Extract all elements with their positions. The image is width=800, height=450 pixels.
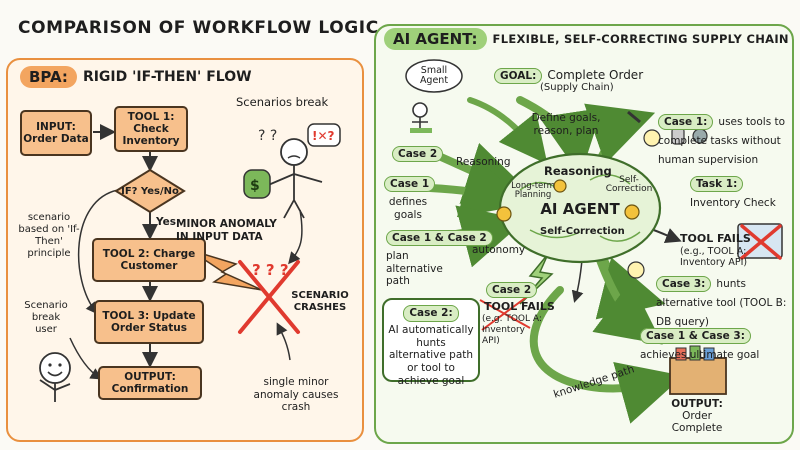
goal-sub: (Supply Chain)	[540, 82, 614, 93]
arrow-figure-crash	[288, 209, 303, 265]
bpa-crashes-label: SCENARIO CRASHES	[291, 290, 349, 313]
output-label: OUTPUT: Order Complete	[662, 398, 732, 434]
arrow-small-agent	[467, 97, 548, 165]
arrow-case1-brain	[426, 155, 528, 218]
wrench-icon	[627, 110, 641, 124]
mid-fails-x	[479, 295, 531, 331]
case1-right-block: Case 1: uses tools to complete tasks wit…	[658, 110, 788, 167]
output-box-icon	[669, 357, 727, 395]
case1-right-tag: Case 1:	[658, 114, 714, 130]
goal-block: GOAL: Complete Order	[494, 64, 644, 84]
bpa-output-box: OUTPUT: Confirmation	[98, 366, 202, 400]
bpa-tool1-box: TOOL 1: Check Inventory	[114, 106, 188, 152]
lightbulb-case3-icon	[627, 261, 645, 279]
agent-badge: AI AGENT:	[384, 28, 487, 50]
svg-text:!✕?: !✕?	[312, 129, 335, 143]
crash-x-icon	[238, 260, 300, 334]
bpa-input-box: INPUT: Order Data	[20, 110, 92, 156]
plan-alt-label: plan alternative path	[386, 250, 443, 288]
bpa-heading: RIGID 'IF-THEN' FLOW	[82, 69, 252, 85]
case3-block: Case 3: hunts alternative tool (TOOL B: …	[656, 272, 790, 329]
case2-box: Case 2: AI automatically hunts alternati…	[382, 298, 480, 387]
reasoning-left-label: Reasoning	[456, 156, 511, 168]
task1-block: Task 1: Inventory Check	[690, 172, 788, 210]
gear-icon	[496, 206, 512, 222]
svg-text:? ?: ? ?	[258, 128, 277, 144]
case13-block: Case 1 & Case 3: achieves ultimate goal	[640, 324, 790, 362]
autonomy-label: autonomy	[472, 244, 526, 256]
green-lightning-icon	[519, 253, 554, 305]
tool-fails-label: TOOL FAILS	[680, 232, 751, 245]
case13-tag: Case 1 & Case 3:	[640, 328, 751, 344]
brain-selfcorr-top: Self-Correction	[605, 175, 653, 195]
output-tag: OUTPUT:	[671, 398, 723, 410]
bpa-tool2-box: TOOL 2: Charge Customer	[92, 238, 206, 282]
bpa-single-anomaly: single minor anomaly causes crash	[253, 376, 339, 414]
task1-text: Inventory Check	[690, 197, 776, 209]
page-title: COMPARISON OF WORKFLOW LOGIC	[18, 18, 379, 38]
lightbulb-icon	[643, 129, 661, 147]
case2-mid-tag: Case 2	[486, 282, 538, 298]
bpa-header: BPA: RIGID 'IF-THEN' FLOW	[20, 66, 252, 88]
goal-tag: GOAL:	[494, 68, 543, 84]
agent-header: AI AGENT: FLEXIBLE, SELF-CORRECTING SUPP…	[384, 28, 789, 50]
case2-top-tag: Case 2	[392, 146, 444, 162]
svg-text:? ? ?: ? ? ?	[252, 261, 289, 279]
case2-box-tag: Case 2:	[403, 305, 459, 323]
define-goals-label: Define goals, reason, plan	[531, 112, 601, 137]
case3-text: hunts alternative tool (TOOL B: DB query…	[656, 278, 787, 328]
case13-text: achieves ultimate goal	[640, 349, 760, 361]
bpa-tool3-box: TOOL 3: Update Order Status	[94, 300, 204, 344]
agent-heading: FLEXIBLE, SELF-CORRECTING SUPPLY CHAIN	[492, 32, 789, 46]
bpa-minor-anomaly: MINOR ANOMALY IN INPUT DATA	[176, 218, 277, 243]
bpa-if-label: IF? Yes/No	[121, 185, 179, 197]
mid-fails-sub: (e.g. TOOL A: Inventory API)	[482, 314, 542, 346]
case2-box-text: AI automatically hunts alternative path …	[388, 324, 474, 387]
confused-figure-icon: ? ? !✕? $	[236, 112, 346, 226]
case3-tag: Case 3:	[656, 276, 712, 292]
bpa-yes-label: Yes	[156, 216, 177, 228]
goal-text: Complete Order	[547, 68, 644, 82]
case1-right-text: uses tools to complete tasks without hum…	[658, 116, 786, 166]
arrow-loop-left	[77, 189, 119, 315]
task1-tag: Task 1:	[690, 176, 744, 192]
gear-icon-right	[624, 204, 640, 220]
output-text: Order Complete	[671, 410, 723, 435]
arrow-break-user	[69, 337, 103, 380]
gear-icon-small	[553, 179, 567, 193]
bpa-scenarios-break: Scenarios break	[236, 95, 329, 109]
brain-reasoning: Reasoning	[544, 164, 612, 178]
small-agent-label: Small Agent	[419, 65, 449, 87]
arrow-single-crash	[276, 322, 291, 361]
bpa-break-user-note: Scenario break user	[24, 300, 68, 335]
tool-fails-sub: (e.g., TOOL A: Inventory API)	[680, 246, 748, 269]
arrow-knowledge-path	[529, 286, 684, 424]
case1-left-tag: Case 1	[384, 176, 436, 192]
mid-fails-label: TOOL FAILS	[484, 300, 555, 313]
brain-title: AI AGENT	[540, 200, 620, 218]
bpa-if-diamond: IF? Yes/No	[114, 168, 186, 214]
bpa-badge: BPA:	[20, 66, 77, 88]
arrow-brain-knowledge	[571, 259, 584, 303]
small-agent-icon	[404, 58, 464, 138]
defines-goals-label: defines goals	[388, 196, 428, 221]
svg-text:$: $	[250, 178, 260, 194]
red-x-icon	[740, 224, 782, 260]
case12-tag: Case 1 & Case 2	[386, 230, 493, 246]
smiley-user-icon	[30, 350, 80, 414]
brain-selfcorr: Self-Correction	[540, 226, 625, 237]
bpa-scenario-note: scenario based on 'If-Then' principle	[18, 212, 80, 259]
brain-longterm: Long-term Planning	[511, 181, 555, 200]
